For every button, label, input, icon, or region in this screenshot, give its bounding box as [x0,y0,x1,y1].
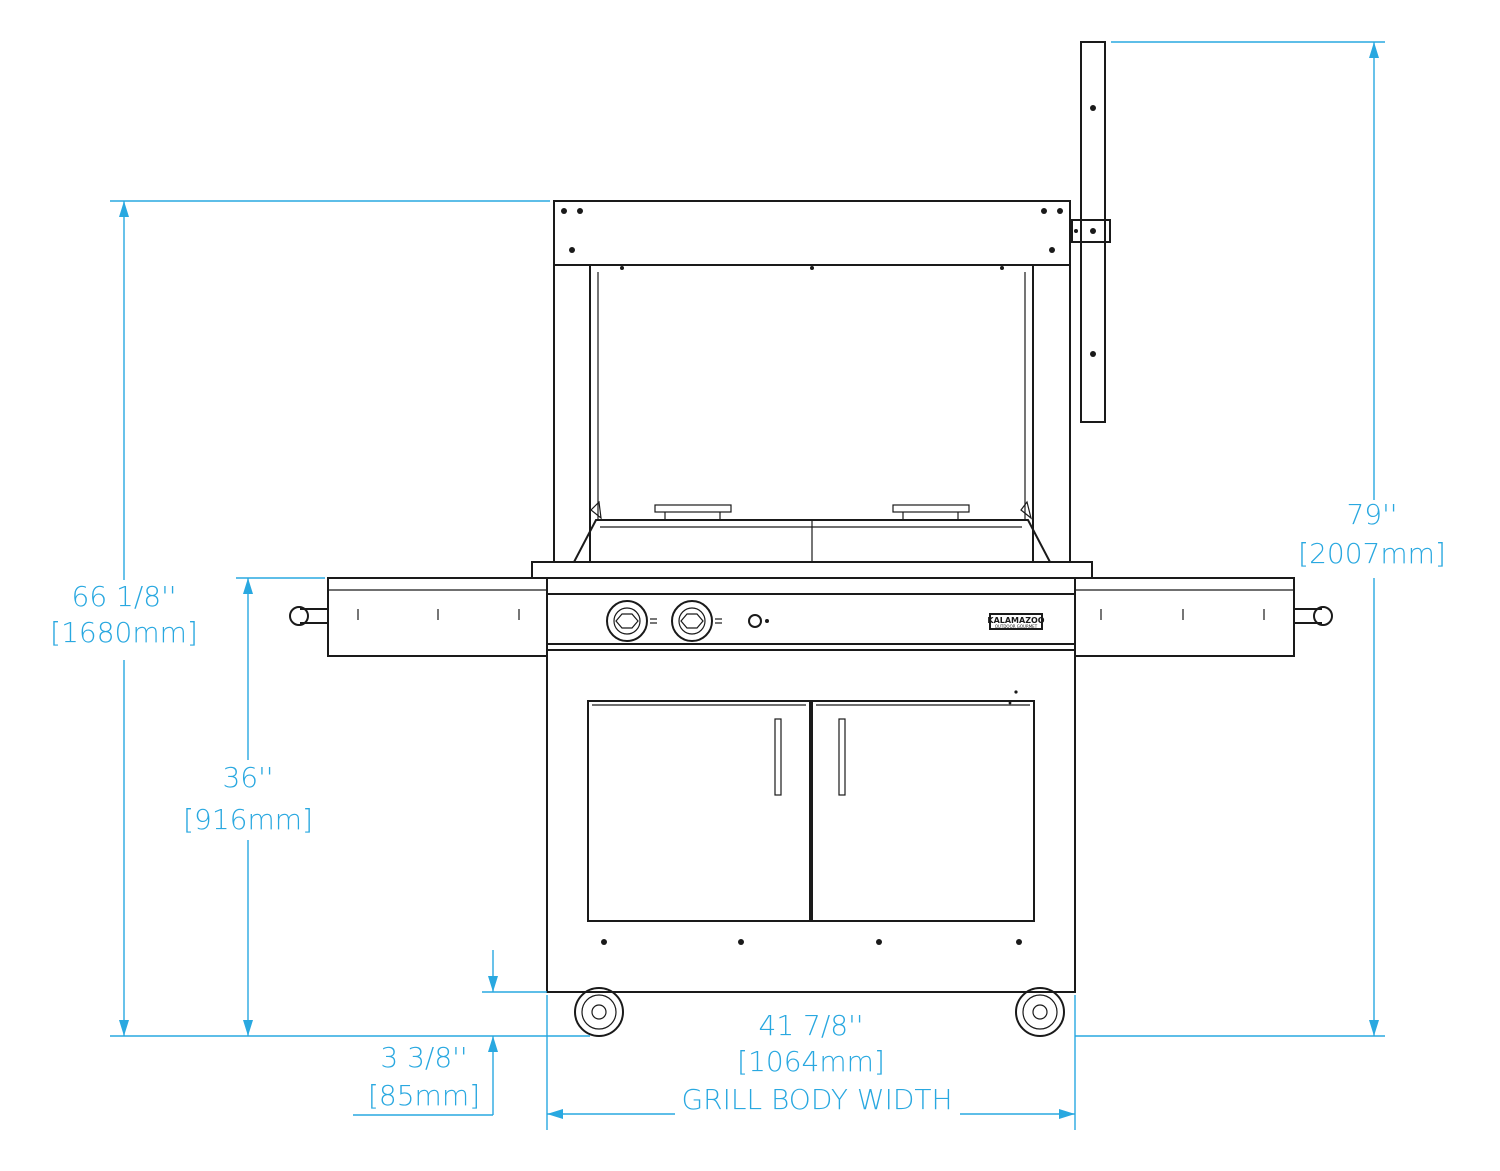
body-width-metric: [1064mm] [737,1045,885,1078]
counter-height-metric: [916mm] [183,803,313,836]
body-width-imperial: 41 7/8'' [759,1009,864,1042]
dimension-hood-height: 66 1/8'' [1680mm] [50,200,590,1037]
grill-outline: KALAMAZOO OUTDOOR GOURMET [289,41,1333,1037]
dimension-body-width: 41 7/8'' [1064mm] GRILL BODY WIDTH [546,995,1076,1130]
right-caster [1015,987,1065,1037]
dimension-ground-clearance: 3 3/8'' [85mm] [353,950,547,1116]
ground-clearance-imperial: 3 3/8'' [380,1041,467,1074]
right-side-shelf [1074,577,1333,657]
overall-height-imperial: 79'' [1346,498,1397,531]
overall-height-metric: [2007mm] [1298,537,1446,570]
canopy-frame [553,200,1071,562]
dimension-counter-height: 36'' [916mm] [183,577,325,1036]
body-width-caption: GRILL BODY WIDTH [681,1083,952,1116]
left-side-shelf [289,577,548,657]
brand-plate-text: KALAMAZOO [987,616,1044,625]
side-arm [1071,41,1111,423]
left-caster [574,987,624,1037]
counter-height-imperial: 36'' [222,761,273,794]
brand-plate-subtext: OUTDOOR GOURMET [995,624,1038,629]
ground-clearance-metric: [85mm] [368,1079,480,1112]
cabinet [546,649,1076,993]
dimension-overall-height: 79'' [2007mm] [1075,41,1446,1037]
hood-height-imperial: 66 1/8'' [72,580,177,613]
control-panel: KALAMAZOO OUTDOOR GOURMET [546,593,1076,645]
hood-height-metric: [1680mm] [50,616,198,649]
grill-hood [572,500,1052,563]
